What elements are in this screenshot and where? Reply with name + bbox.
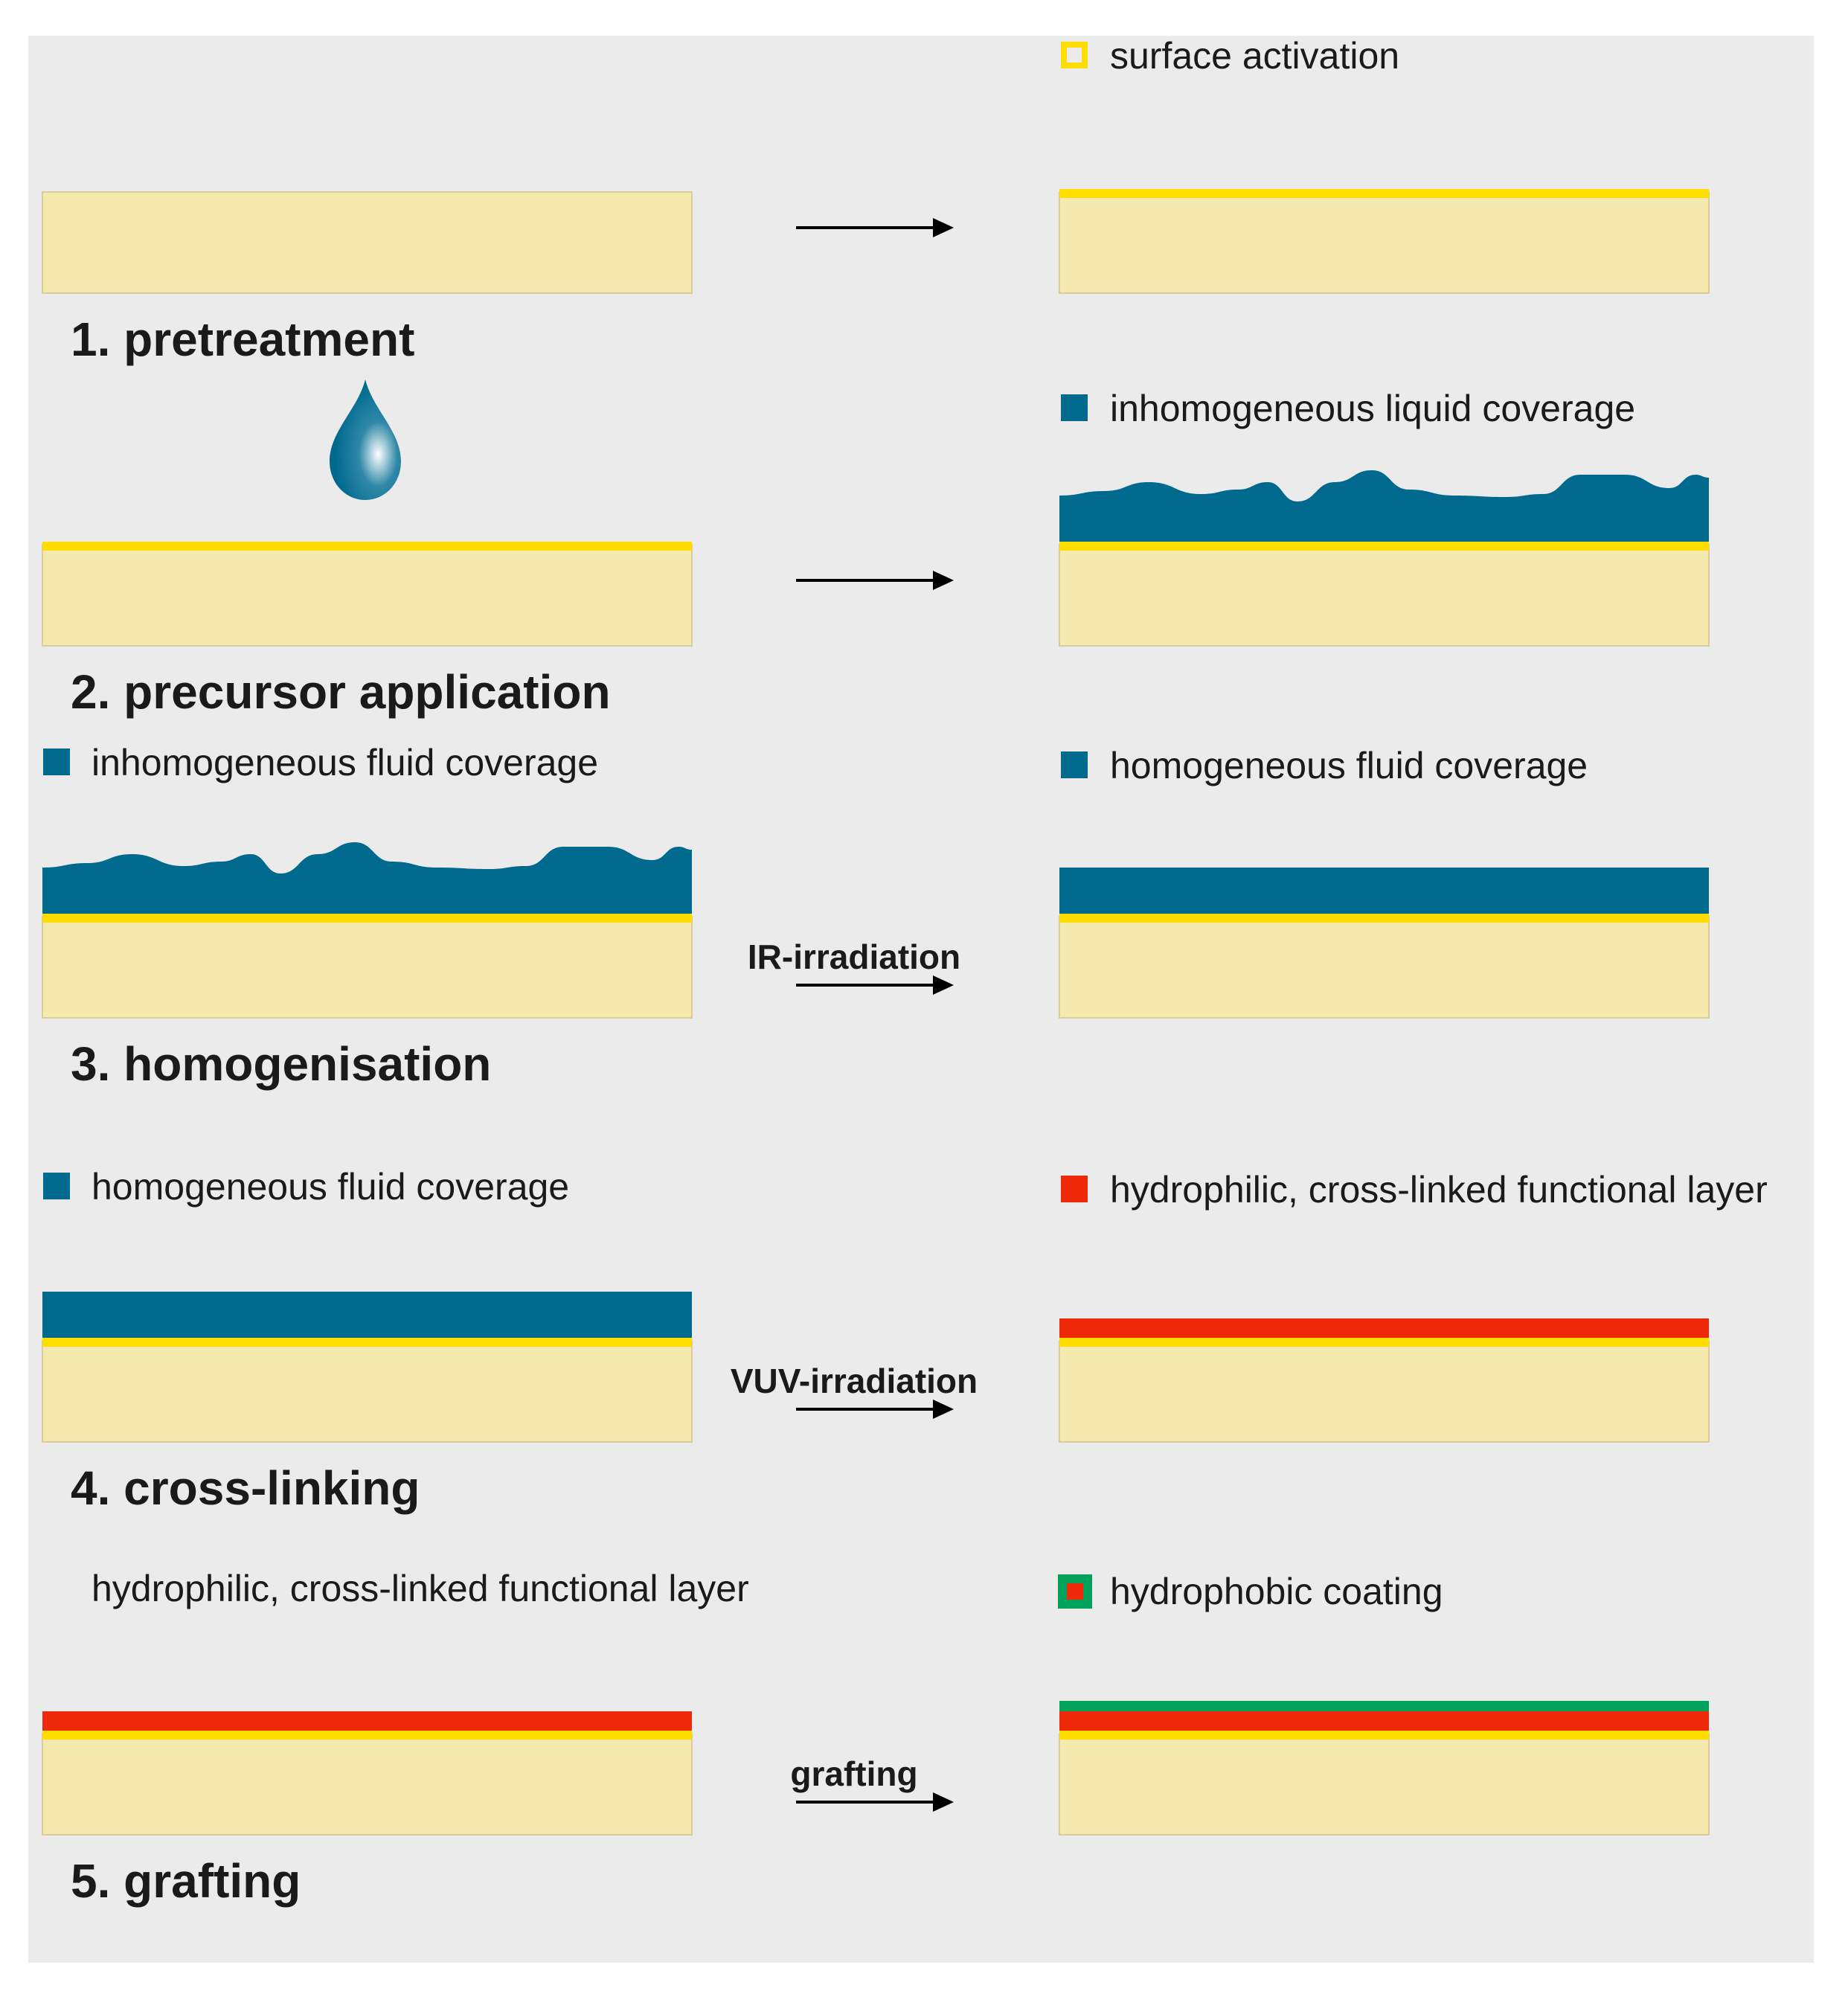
step3-before-stack — [42, 842, 693, 1019]
step1-arrow-icon — [796, 218, 954, 237]
step4-before-stack — [42, 1292, 693, 1443]
step2-right-legend: inhomogeneous liquid coverage — [1110, 388, 1635, 429]
step2-right-legend-blue-square-icon — [1061, 394, 1088, 421]
step3-before-inhomogeneous-fluid — [42, 842, 692, 914]
step5-after-substrate — [1059, 1733, 1710, 1836]
step3-after-activation-layer — [1059, 914, 1709, 923]
step2-before-activation-layer — [42, 542, 692, 551]
step4-left-legend: homogeneous fluid coverage — [92, 1166, 569, 1208]
step2-after-substrate — [1059, 544, 1710, 647]
step3-left-legend-blue-square-icon — [43, 749, 70, 775]
step5-left-legend: hydrophilic, cross-linked functional lay… — [92, 1568, 749, 1609]
step4-after-activation-layer — [1059, 1338, 1709, 1347]
step4-before-homogeneous-fluid — [42, 1292, 692, 1338]
step2-after-activation-layer — [1059, 542, 1709, 551]
step3-after-homogeneous-fluid — [1059, 868, 1709, 914]
step4-after-hydrophilic-layer — [1059, 1318, 1709, 1338]
step2-before-stack — [42, 379, 693, 647]
step3-title: 3. homogenisation — [71, 1037, 491, 1091]
step4-right-legend: hydrophilic, cross-linked functional lay… — [1110, 1169, 1768, 1211]
step4-left-legend-blue-square-icon — [43, 1173, 70, 1199]
step1-after-stack — [1059, 189, 1710, 294]
step2-after-inhomogeneous-fluid — [1059, 470, 1709, 542]
step3-after-stack — [1059, 868, 1710, 1019]
step4-after-stack — [1059, 1318, 1710, 1443]
step5-after-activation-layer — [1059, 1731, 1709, 1740]
precursor-droplet-icon — [330, 379, 401, 500]
step2-before-substrate — [42, 544, 693, 647]
step3-before-activation-layer — [42, 914, 692, 923]
step1-right-legend-yellow-outline-square-icon — [1061, 42, 1088, 68]
step3-after-substrate — [1059, 916, 1710, 1019]
step1-after-substrate — [1059, 191, 1710, 294]
step5-after-stack — [1059, 1701, 1710, 1836]
step5-after-hydrophilic-layer — [1059, 1711, 1709, 1731]
step5-title: 5. grafting — [71, 1854, 301, 1908]
step5-right-legend-green-red-square-icon — [1058, 1574, 1092, 1609]
step4-before-substrate — [42, 1340, 693, 1443]
step3-right-legend-blue-square-icon — [1061, 751, 1088, 778]
step1-title: 1. pretreatment — [71, 312, 414, 366]
step1-right-legend: surface activation — [1110, 35, 1399, 77]
step4-before-activation-layer — [42, 1338, 692, 1347]
step3-arrow-label: IR-irradiation — [748, 937, 960, 976]
step3-before-substrate — [42, 916, 693, 1019]
step2-after-stack — [1059, 470, 1710, 647]
step5-before-activation-layer — [42, 1731, 692, 1740]
step4-after-substrate — [1059, 1340, 1710, 1443]
step4-title: 4. cross-linking — [71, 1461, 420, 1515]
step1-before-substrate — [42, 191, 693, 294]
step5-before-hydrophilic-layer — [42, 1711, 692, 1731]
step5-arrow-icon — [796, 1792, 954, 1812]
step5-after-hydrophobic-layer — [1059, 1701, 1709, 1711]
step1-after-activation-layer — [1059, 189, 1709, 198]
step5-right-legend: hydrophobic coating — [1110, 1571, 1443, 1612]
step3-left-legend: inhomogeneous fluid coverage — [92, 742, 598, 783]
step1-before-stack — [42, 191, 693, 294]
step4-arrow-icon — [796, 1400, 954, 1419]
step4-right-legend-red-square-icon — [1061, 1176, 1088, 1202]
step5-before-substrate — [42, 1733, 693, 1836]
step3-right-legend: homogeneous fluid coverage — [1110, 745, 1588, 786]
step3-arrow-icon — [796, 975, 954, 995]
step2-arrow-icon — [796, 571, 954, 590]
step2-title: 2. precursor application — [71, 665, 611, 719]
step5-arrow-label: grafting — [790, 1754, 917, 1793]
step5-before-stack — [42, 1711, 693, 1836]
step4-arrow-label: VUV-irradiation — [731, 1362, 978, 1400]
